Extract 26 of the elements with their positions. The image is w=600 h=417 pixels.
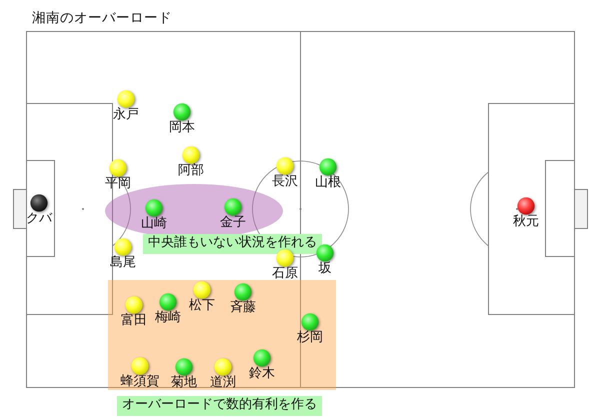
- player-name: 平岡: [105, 176, 131, 191]
- player-name: 梅崎: [155, 310, 181, 325]
- note-banner: 中央誰もいない状況を作れる: [143, 234, 322, 254]
- player-name: 杉岡: [297, 330, 323, 345]
- diagram-title: 湘南のオーバーロード: [32, 10, 172, 27]
- player-name: 秋元: [513, 214, 539, 229]
- player-name: 石原: [272, 266, 298, 281]
- player-name: 松下: [189, 298, 215, 313]
- player-name: 山崎: [141, 216, 167, 231]
- player-name: 菊地: [171, 375, 197, 390]
- player-name: 斉藤: [230, 300, 256, 315]
- highlight-area: [108, 280, 336, 390]
- player-name: 岡本: [169, 120, 195, 135]
- player-name: 坂: [318, 261, 332, 276]
- player-name: 島尾: [110, 255, 136, 270]
- player-name: 富田: [121, 313, 147, 328]
- player-name: 金子: [220, 215, 246, 230]
- player-name: 山根: [315, 175, 341, 190]
- player-name: 長沢: [272, 174, 298, 189]
- note-banner: オーバーロードで数的有利を作る: [117, 396, 322, 416]
- player-name: 永戸: [113, 107, 139, 122]
- player-name: クバ: [26, 211, 52, 226]
- player-name: 道渕: [210, 375, 236, 390]
- player-name: 鈴木: [249, 366, 275, 381]
- player-name: 阿部: [178, 163, 204, 178]
- player-name: 蜂須賀: [120, 374, 160, 389]
